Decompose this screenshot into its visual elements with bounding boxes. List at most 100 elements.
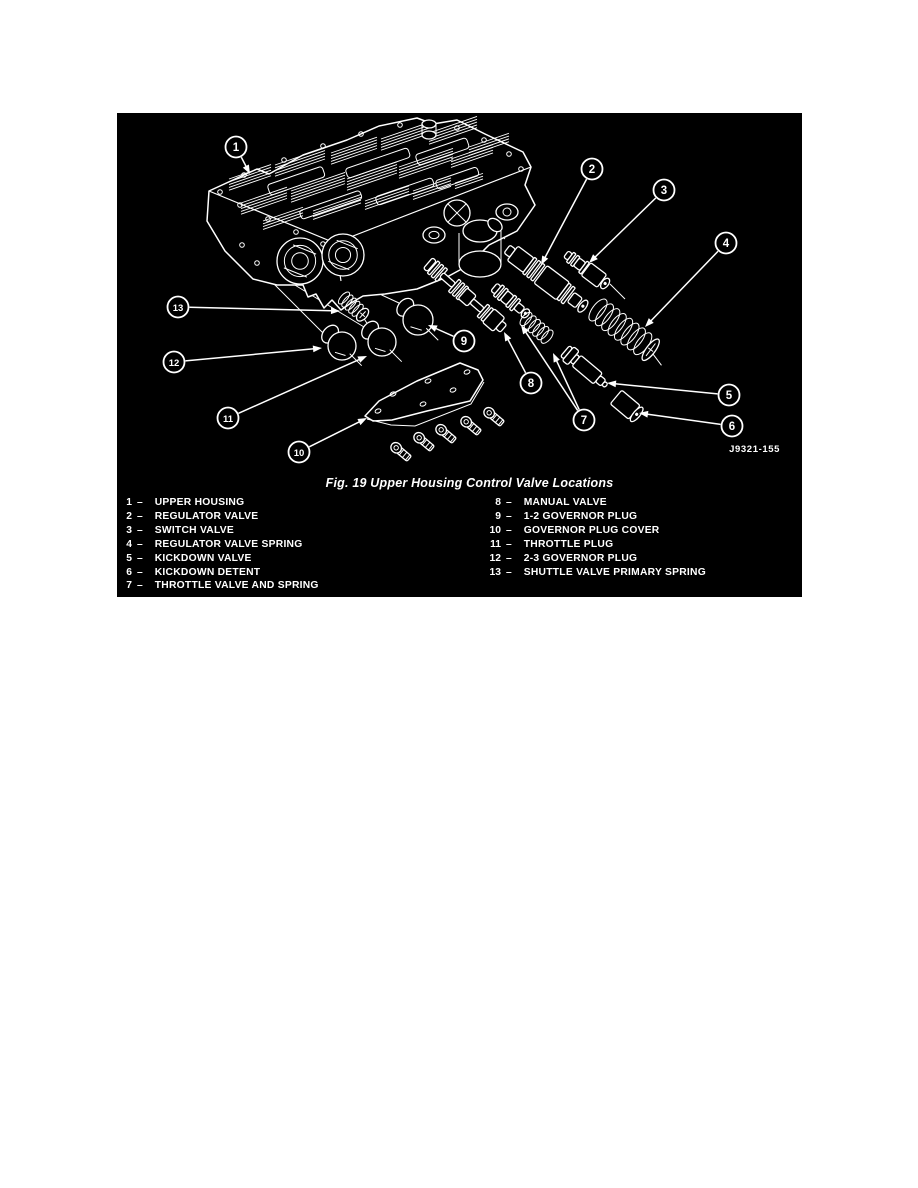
leader-arrowhead-8: [504, 332, 512, 342]
callout-circle-4: [714, 231, 738, 255]
leader-arrowhead-11: [357, 356, 367, 363]
legend-item-label: REGULATOR VALVE: [154, 511, 259, 523]
leader-arrowhead-2: [541, 255, 549, 265]
cover-screw: [435, 423, 457, 444]
legend-item-dash: –: [137, 497, 143, 509]
legend-item-number: 7: [126, 580, 132, 592]
callout-number-9: 9: [461, 336, 467, 348]
callout-circle-9: [452, 329, 476, 353]
callout-5: 5: [607, 380, 741, 407]
drawing-number: J9321-155: [729, 444, 780, 455]
callout-circle-11: [216, 406, 240, 430]
legend-item-dash: –: [506, 497, 512, 509]
legend-item-number: 8: [495, 497, 501, 509]
legend-item-4: 4–REGULATOR VALVE SPRING: [124, 538, 319, 552]
legend-item-number: 2: [126, 511, 132, 523]
throttle-plug: [361, 320, 403, 363]
leader-line-4: [650, 250, 719, 322]
leader-arrowhead-12: [312, 345, 322, 353]
leader-line-12: [185, 348, 315, 362]
callout-13: 13: [166, 295, 340, 319]
leader-arrowhead-7: [553, 353, 560, 363]
callout-number-7: 7: [581, 415, 587, 427]
leader-line-9: [435, 327, 454, 338]
leader-line-10: [308, 420, 361, 448]
leader-line-13: [189, 306, 333, 312]
legend-item-label: SWITCH VALVE: [154, 525, 235, 537]
cover-screw: [390, 441, 412, 462]
callout-circle-5: [717, 383, 741, 407]
leader-line-7: [524, 331, 579, 411]
callout-number-8: 8: [528, 378, 535, 390]
legend-item-2: 2–REGULATOR VALVE: [124, 510, 319, 524]
legend-item-12: 12–2-3 GOVERNOR PLUG: [488, 551, 706, 565]
leader-arrowhead-6: [639, 410, 649, 418]
legend-item-label: REGULATOR VALVE SPRING: [154, 538, 303, 550]
legend-item-dash: –: [137, 566, 143, 578]
callout-number-3: 3: [661, 185, 667, 197]
legend-item-label: THROTTLE PLUG: [523, 538, 614, 550]
callout-number-11: 11: [223, 414, 234, 425]
legend-item-label: MANUAL VALVE: [523, 497, 607, 509]
legend-item-9: 9–1-2 GOVERNOR PLUG: [488, 510, 706, 524]
legend-item-number: 9: [495, 511, 501, 523]
legend-item-10: 10–GOVERNOR PLUG COVER: [488, 524, 706, 538]
callout-9: 9: [428, 325, 476, 353]
callout-number-13: 13: [173, 303, 184, 314]
callout-2: 2: [541, 157, 604, 265]
callout-12: 12: [162, 345, 322, 374]
cover-screw: [483, 406, 505, 427]
legend-item-label: KICKDOWN VALVE: [154, 552, 252, 564]
regulator-valve-spring: [588, 298, 662, 366]
callout-circle-10: [287, 440, 311, 464]
leader-arrowhead-9: [428, 325, 438, 332]
legend-item-number: 3: [126, 525, 132, 537]
callout-number-1: 1: [233, 142, 240, 154]
shuttle-valve-primary-spring: [337, 291, 373, 332]
legend-item-dash: –: [137, 552, 143, 564]
legend-item-number: 1: [126, 497, 132, 509]
governor-plug-1-2: [396, 297, 439, 341]
legend-item-number: 5: [126, 552, 132, 564]
legend-item-number: 12: [489, 552, 501, 564]
callout-3: 3: [589, 178, 676, 263]
leader-line-6: [646, 413, 721, 426]
callout-circle-13: [166, 295, 190, 319]
legend-item-3: 3–SWITCH VALVE: [124, 524, 319, 538]
callout-1: 1: [224, 135, 250, 174]
callout-4: 4: [645, 231, 738, 327]
callout-circle-2: [580, 157, 604, 181]
legend-item-label: 2-3 GOVERNOR PLUG: [523, 552, 638, 564]
switch-valve: [563, 250, 611, 290]
legend-item-1: 1–UPPER HOUSING: [124, 496, 319, 510]
legend-item-label: KICKDOWN DETENT: [154, 566, 261, 578]
legend-item-11: 11–THROTTLE PLUG: [488, 538, 706, 552]
legend-item-8: 8–MANUAL VALVE: [488, 496, 706, 510]
callout-number-6: 6: [729, 421, 735, 433]
legend-item-dash: –: [506, 525, 512, 537]
kickdown-valve: [560, 345, 608, 388]
legend-item-6: 6–KICKDOWN DETENT: [124, 565, 319, 579]
governor-plug-2-3: [321, 324, 363, 367]
manual-valve: [423, 257, 507, 333]
callout-circle-3: [652, 178, 676, 202]
leader-arrowhead-10: [357, 418, 367, 426]
legend-item-number: 4: [126, 538, 132, 550]
callout-circle-1: [224, 135, 248, 159]
legend-item-number: 6: [126, 566, 132, 578]
legend-item-number: 11: [490, 538, 501, 550]
legend-item-dash: –: [137, 580, 143, 592]
legend-item-label: THROTTLE VALVE AND SPRING: [154, 580, 319, 592]
leader-line-3: [594, 197, 657, 258]
callout-number-2: 2: [589, 164, 595, 176]
leader-line-5: [614, 383, 718, 395]
legend-item-label: 1-2 GOVERNOR PLUG: [523, 511, 638, 523]
cover-screw: [460, 415, 482, 436]
legend-item-label: SHUTTLE VALVE PRIMARY SPRING: [523, 566, 706, 578]
leader-line-7: [555, 359, 580, 410]
legend-item-dash: –: [137, 538, 143, 550]
leader-arrowhead-4: [645, 318, 654, 327]
